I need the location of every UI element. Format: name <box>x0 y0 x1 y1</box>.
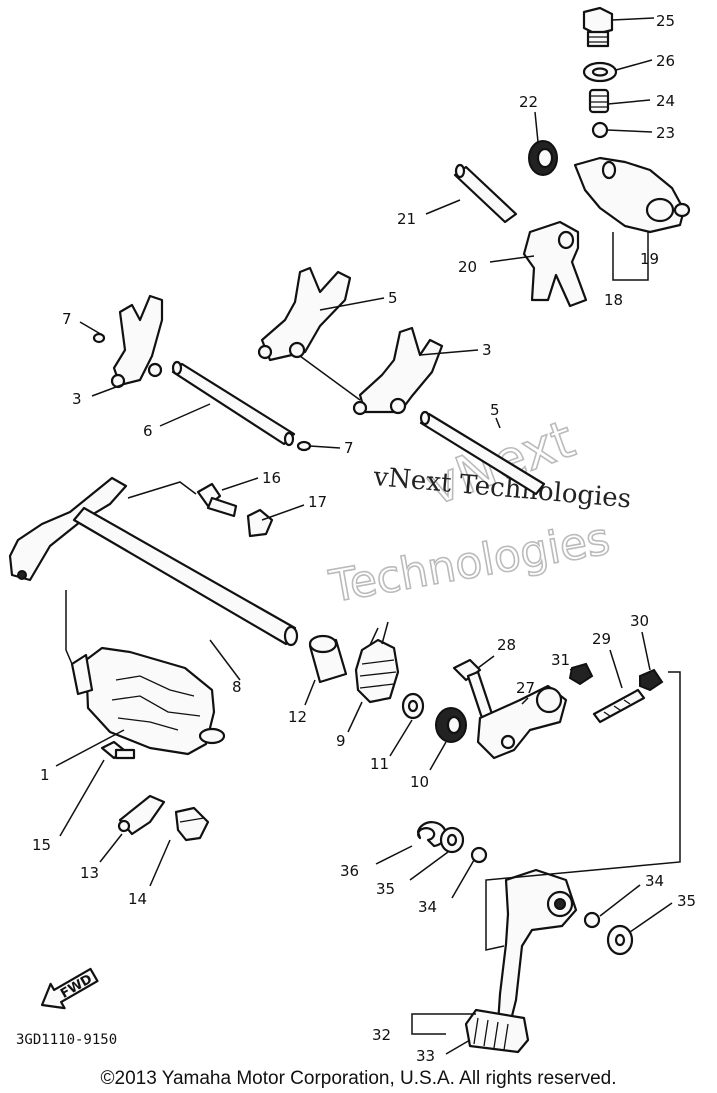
part-12-collar <box>308 634 348 684</box>
callout-20: 20 <box>458 258 477 276</box>
part-28-bolt <box>452 658 494 720</box>
part-10-oil-seal <box>435 707 467 743</box>
part-32-shift-pedal <box>496 868 578 1026</box>
part-5-fork-shaft <box>419 410 546 496</box>
callout-4: 5 <box>388 289 398 307</box>
part-27-shift-arm <box>476 684 568 760</box>
fwd-arrow-icon: FWD <box>40 967 99 1010</box>
drawing-code: 3GD1110-9150 <box>16 1032 117 1048</box>
part-35-washer-b <box>606 924 634 956</box>
callout-36: 36 <box>340 862 359 880</box>
callout-3: 3 <box>72 390 82 408</box>
callout-26: 26 <box>656 52 675 70</box>
callout-9: 9 <box>336 732 346 750</box>
part-2-shift-fork <box>352 326 444 416</box>
part-34-o-ring-a <box>470 846 488 864</box>
callout-27: 27 <box>516 679 535 697</box>
part-19-pin <box>673 202 691 218</box>
callout-31: 31 <box>551 651 570 669</box>
part-20-shift-fork <box>522 220 588 308</box>
callout-2: 3 <box>482 341 492 359</box>
part-14-spring <box>174 806 210 842</box>
part-34-o-ring-b <box>583 911 601 929</box>
part-8-shift-shaft <box>8 476 299 647</box>
part-24-spring <box>588 88 610 114</box>
part-23-ball <box>591 121 609 139</box>
callout-11: 11 <box>370 755 389 773</box>
callout-17: 17 <box>308 493 327 511</box>
assembly-lines <box>65 232 681 951</box>
callout-8: 8 <box>232 678 242 696</box>
part-33-pedal-rubber <box>464 1008 530 1054</box>
callout-7-mid: 7 <box>344 439 354 457</box>
callout-16: 16 <box>262 469 281 487</box>
callout-19: 19 <box>640 250 659 268</box>
callout-33: 33 <box>416 1047 435 1065</box>
callout-15: 15 <box>32 836 51 854</box>
part-1-shift-drum <box>70 646 226 756</box>
part-17-stopper-lever <box>246 508 274 538</box>
callout-7-top: 7 <box>62 310 72 328</box>
part-31-nut <box>568 662 594 686</box>
callout-1: 1 <box>40 766 50 784</box>
part-7-circlip-b <box>296 440 312 452</box>
part-29-shift-rod <box>592 688 646 724</box>
callout-21: 21 <box>397 210 416 228</box>
callout-10: 10 <box>410 773 429 791</box>
part-35-washer-a <box>439 826 465 854</box>
callout-30: 30 <box>630 612 649 630</box>
part-36-circlip <box>416 821 447 848</box>
part-16-stopper-bolt <box>196 482 238 518</box>
part-21-fork-shaft <box>453 163 518 224</box>
part-6-fork-shaft <box>171 360 296 447</box>
callout-22: 22 <box>519 93 538 111</box>
part-26-washer <box>582 61 618 83</box>
part-3-shift-fork <box>110 294 164 389</box>
callout-14: 14 <box>128 890 147 908</box>
part-22-oil-seal <box>528 140 558 176</box>
callout-29: 29 <box>592 630 611 648</box>
part-9-return-spring <box>354 621 400 704</box>
part-11-washer <box>401 692 425 720</box>
callout-23: 23 <box>656 124 675 142</box>
callout-12: 12 <box>288 708 307 726</box>
part-30-nut <box>639 668 664 692</box>
part-25-bolt <box>582 6 614 48</box>
part-15-bolt <box>100 740 136 760</box>
callout-5: 5 <box>490 401 500 419</box>
callout-6: 6 <box>143 422 153 440</box>
callout-35-right: 35 <box>677 892 696 910</box>
part-4-shift-fork <box>257 266 352 362</box>
callout-24: 24 <box>656 92 675 110</box>
leader-lines <box>55 17 673 1055</box>
callout-18: 18 <box>604 291 623 309</box>
callout-25: 25 <box>656 12 675 30</box>
copyright-notice: ©2013 Yamaha Motor Corporation, U.S.A. A… <box>100 1068 617 1089</box>
part-7-circlip-a <box>92 332 106 344</box>
part-18-shift-segment <box>573 156 686 234</box>
watermark-technologies-outline: Technologies <box>325 513 613 612</box>
callout-28: 28 <box>497 636 516 654</box>
part-13-stopper-lever <box>117 794 166 836</box>
callout-13: 13 <box>80 864 99 882</box>
callout-34-left: 34 <box>418 898 437 916</box>
callout-34-right: 34 <box>645 872 664 890</box>
callout-32: 32 <box>372 1026 391 1044</box>
callout-35-left: 35 <box>376 880 395 898</box>
